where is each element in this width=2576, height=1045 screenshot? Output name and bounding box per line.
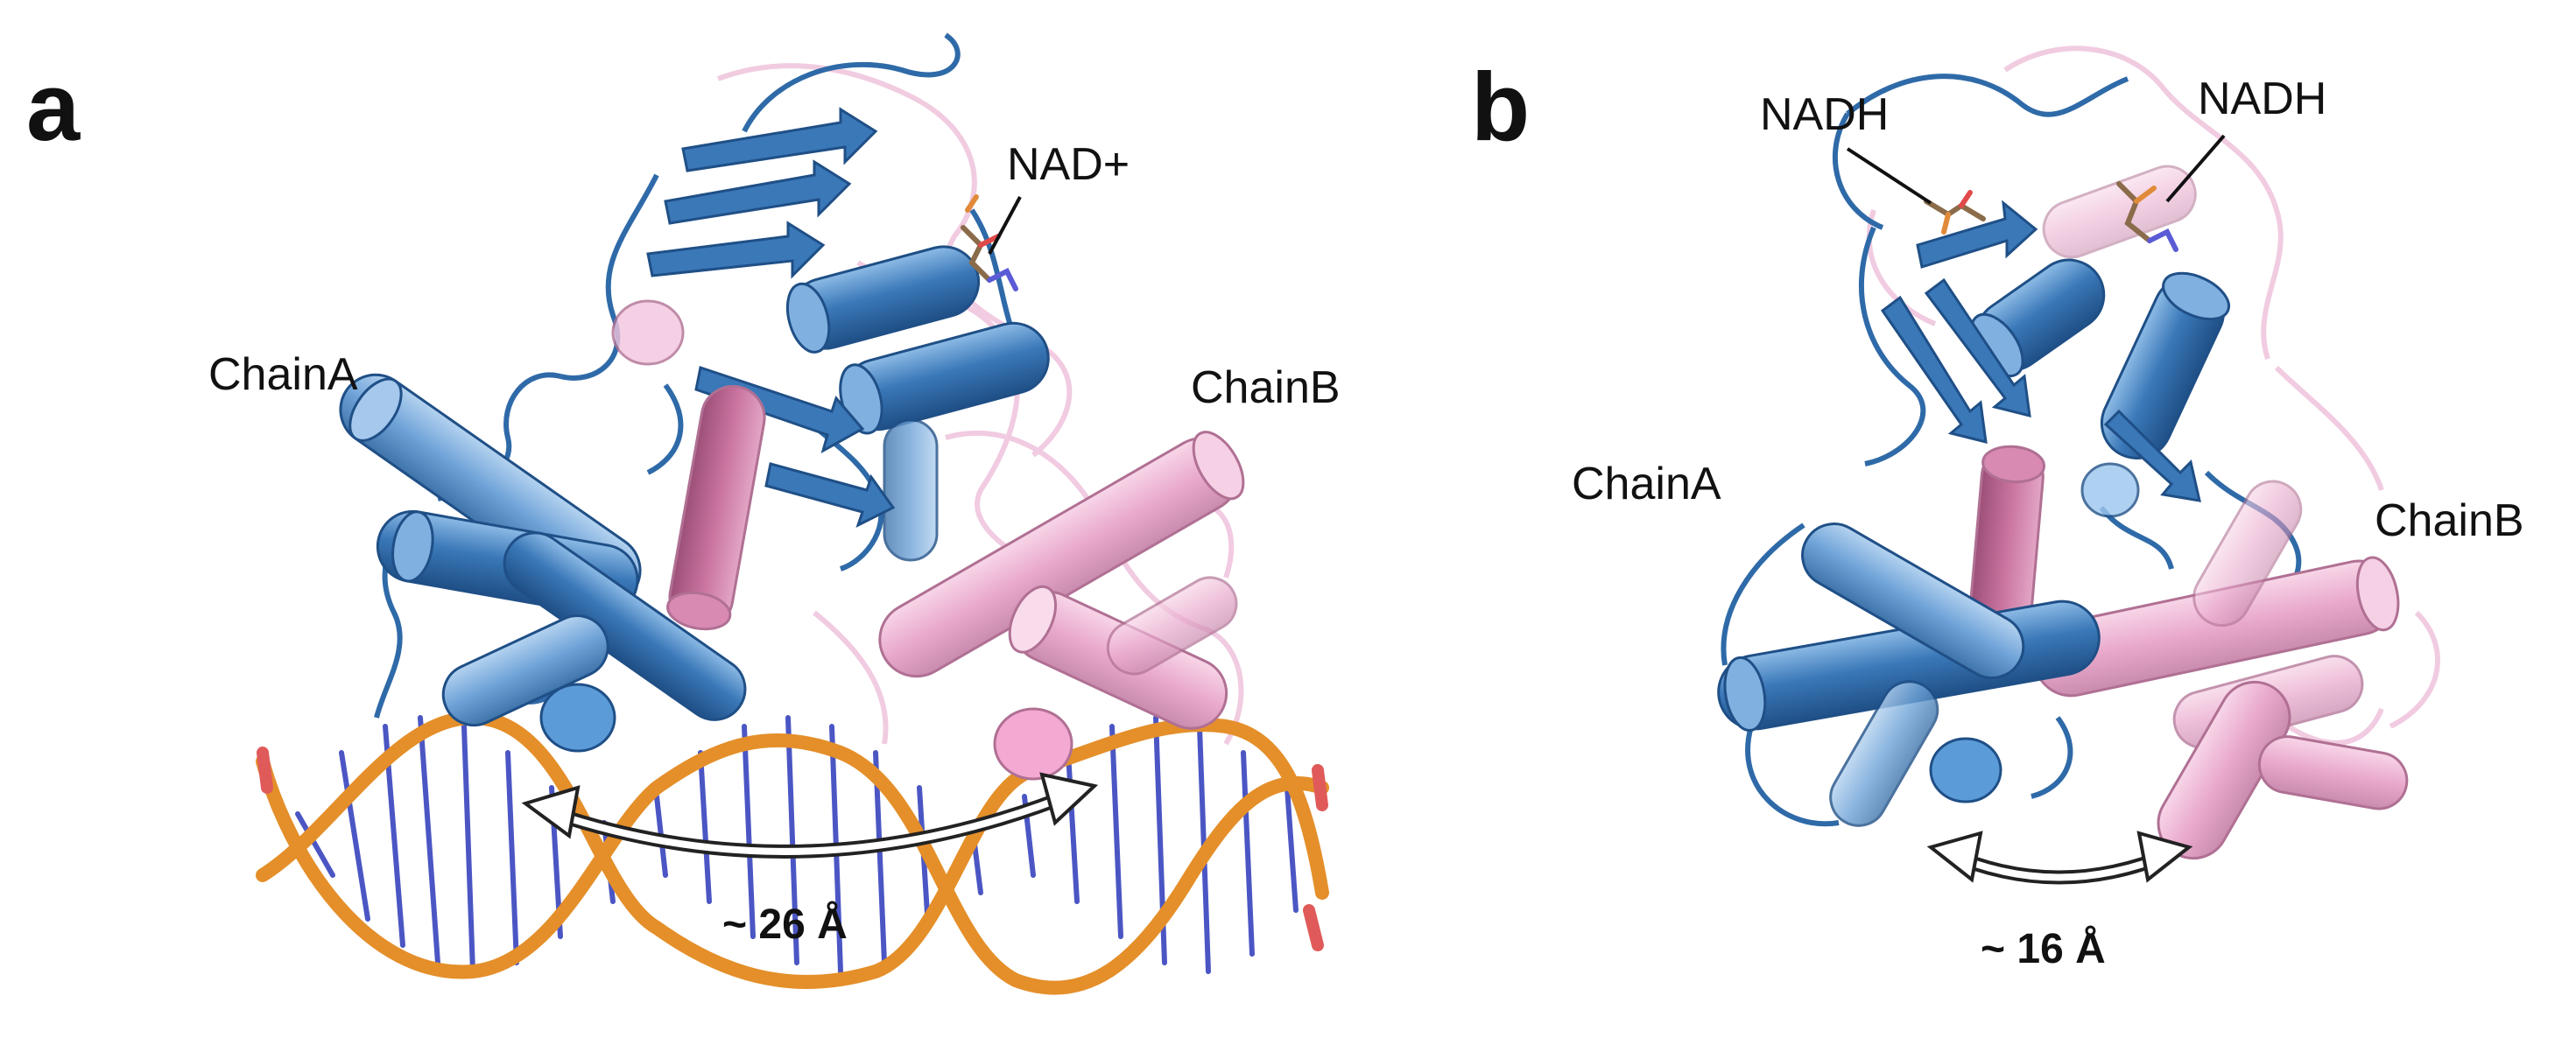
chain-b-label-b: ChainB <box>2375 495 2524 546</box>
nadh-ligand-right <box>2116 181 2178 252</box>
chaina-helices-b <box>1717 258 2230 827</box>
nad-leader-line <box>988 196 1022 255</box>
chaina-helices-a <box>339 245 1050 753</box>
chaina-strands-b <box>1880 200 2201 502</box>
distance-label-a: ~ 26 Å <box>722 901 848 948</box>
panel-a: a <box>26 32 1341 995</box>
chain-a-label-a: ChainA <box>208 349 358 400</box>
ligand-right-label-b: NADH <box>2198 74 2326 124</box>
nadh-leader-right <box>2165 134 2226 203</box>
ligand-left-label-b: NADH <box>1760 89 1889 140</box>
distance-arrow-a <box>521 772 1099 859</box>
nadh-ligand-left <box>1924 190 1986 235</box>
dna-termini <box>257 747 1328 951</box>
chain-a-label-b: ChainA <box>1572 459 1721 509</box>
ligand-label-a: NAD+ <box>1007 139 1130 190</box>
panel-b: b <box>1471 46 2524 972</box>
chainb-loops-b <box>1866 46 2440 746</box>
chainb-helices-a <box>611 299 1245 781</box>
panel-letter-a: a <box>26 53 81 161</box>
distance-arrow-b <box>1926 831 2193 885</box>
chain-b-label-a: ChainB <box>1191 362 1341 413</box>
nad-ligand-a <box>961 194 1018 291</box>
distance-label-b: ~ 16 Å <box>1981 925 2106 972</box>
dna-bases <box>295 715 1299 974</box>
chainb-helices-b <box>1966 165 2409 860</box>
nadh-leader-left <box>1846 147 1932 205</box>
panel-letter-b: b <box>1471 53 1530 161</box>
